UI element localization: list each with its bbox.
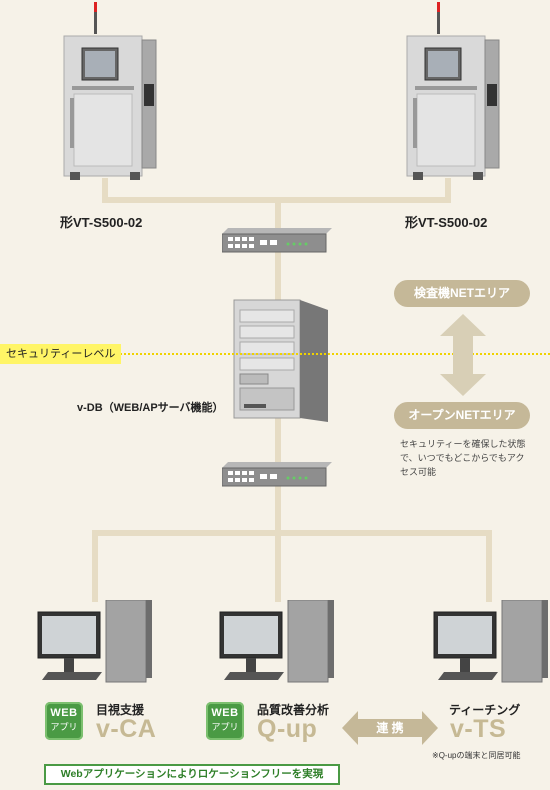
app-sub-vts: ティーチング (449, 703, 521, 717)
web-badge-subtext: アプリ (211, 722, 239, 732)
machine-label-left: 形VT-S500-02 (60, 215, 143, 230)
client-pc-left (37, 600, 152, 683)
pc-right-drop-line (486, 530, 492, 602)
app-name-vca: v-CA (96, 715, 157, 743)
double-arrow-icon (440, 314, 486, 396)
inspection-machine-right (406, 2, 500, 180)
web-badge-subtext: アプリ (50, 722, 78, 732)
inspection-machine-left (63, 2, 157, 180)
pc-center-drop-line (275, 530, 281, 602)
link-double-arrow-icon (342, 711, 438, 745)
area-description-line: で、いつでもどこからでもアク (400, 453, 525, 463)
client-pc-right (433, 600, 548, 683)
web-badge-text: WEB (50, 707, 78, 719)
vts-note: ※Q-upの端末と同居可能 (432, 751, 521, 760)
web-badge-text: WEB (211, 707, 239, 719)
network-switch-top (222, 228, 332, 253)
server-label: v-DB（WEB/APサーバ機能） (77, 402, 224, 414)
app-sub-vca: 目視支援 (96, 703, 145, 717)
bottom-horizontal-line (92, 530, 492, 536)
web-app-badge-vca: WEB アプリ (45, 702, 83, 740)
right-machine-drop-line (445, 178, 451, 203)
app-name-qup: Q-up (257, 715, 318, 743)
left-machine-drop-line (102, 178, 108, 203)
client-pc-center (219, 600, 334, 683)
network-switch-bottom (222, 462, 332, 487)
security-level-tag: セキュリティーレベル (0, 344, 122, 364)
security-dotted-line (0, 353, 550, 355)
server-tower (233, 299, 328, 422)
machine-label-right: 形VT-S500-02 (405, 215, 488, 230)
web-app-badge-qup: WEB アプリ (206, 702, 244, 740)
pc-left-drop-line (92, 530, 98, 602)
area-description-line: セス可能 (400, 467, 437, 477)
link-label: 連 携 (376, 721, 404, 735)
app-name-vts: v-TS (450, 715, 507, 743)
app-sub-qup: 品質改善分析 (257, 703, 330, 717)
inspection-net-area-pill: 検査機NETエリア (394, 280, 530, 307)
location-free-banner: Webアプリケーションによりロケーションフリーを実現 (44, 764, 340, 785)
area-description-line: セキュリティーを確保した状態 (400, 439, 526, 449)
open-net-area-pill: オープンNETエリア (394, 402, 530, 429)
area-description: セキュリティーを確保した状態 で、いつでもどこからでもアク セス可能 (400, 437, 545, 479)
